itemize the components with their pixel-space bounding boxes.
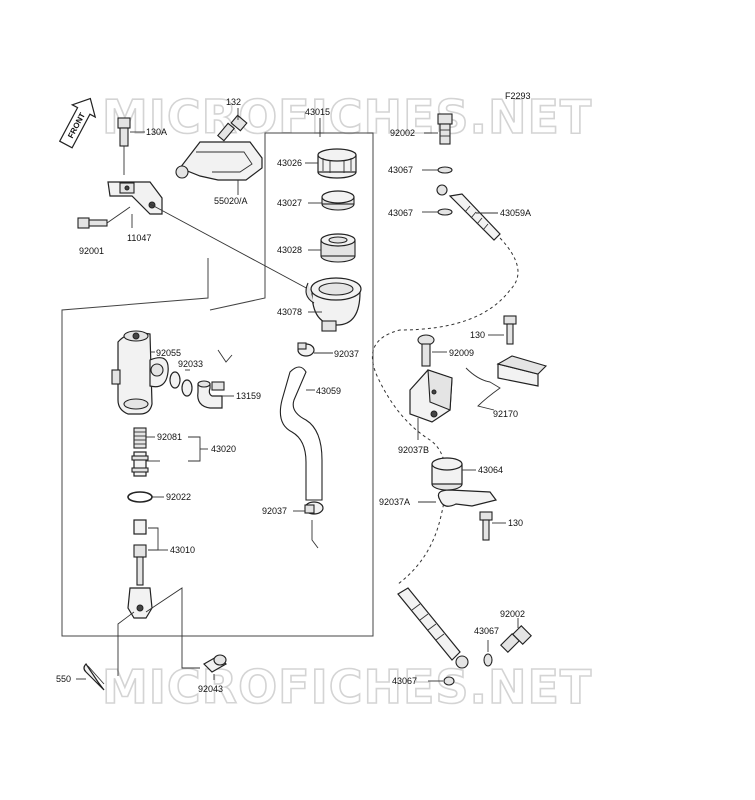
label-92022[interactable]: 92022 [166,492,191,502]
label-130-mid[interactable]: 130 [470,330,485,340]
figure-code: F2293 [505,91,531,101]
label-92002-top[interactable]: 92002 [390,128,415,138]
hose-guide-92037b [409,369,453,423]
label-13159[interactable]: 13159 [236,391,261,401]
label-92055[interactable]: 92055 [156,348,181,358]
label-43027[interactable]: 43027 [277,198,302,208]
hose-43059 [279,366,323,501]
label-43059[interactable]: 43059 [316,386,341,396]
spring-92081 [133,427,147,449]
watermark-top: MICROFICHES.NET [102,90,592,144]
bolt-132 [217,114,248,142]
washer-43067-d [443,676,455,686]
washer-43067-c [483,653,493,667]
circlip-92022 [127,491,153,503]
reservoir-43078 [305,277,362,332]
label-92037b[interactable]: 92037B [398,445,429,455]
label-92002-bottom[interactable]: 92002 [500,609,525,619]
bolt-92009 [417,334,435,367]
hose-43059a-fitting-top [436,184,501,241]
label-43067-d[interactable]: 43067 [392,676,417,686]
label-92170[interactable]: 92170 [493,409,518,419]
label-92037a[interactable]: 92037A [379,497,410,507]
diaphragm-43028 [320,233,356,263]
label-43015[interactable]: 43015 [305,107,330,117]
label-43010[interactable]: 43010 [170,545,195,555]
elbow-fitting-13159 [197,380,225,409]
label-92037-upper[interactable]: 92037 [334,349,359,359]
washer-43067-b [437,208,453,216]
label-92001[interactable]: 92001 [79,246,104,256]
label-43067-a[interactable]: 43067 [388,165,413,175]
front-arrow-icon: FRONT [58,97,97,149]
label-130-low[interactable]: 130 [508,518,523,528]
label-92033[interactable]: 92033 [178,359,203,369]
bolt-130-mid [503,315,517,345]
clamp-92037-upper [297,342,315,357]
pin-92043 [203,654,227,673]
hose-43059a-fitting-bottom [397,587,469,669]
piston-43020 [131,451,149,477]
label-43064[interactable]: 43064 [478,465,503,475]
label-43059a[interactable]: 43059A [500,208,531,218]
label-92081[interactable]: 92081 [157,432,182,442]
label-132[interactable]: 132 [226,97,241,107]
banjo-bolt-92002-bottom [500,625,532,653]
label-130a[interactable]: 130A [146,127,167,137]
bracket-92170 [465,355,548,411]
label-43067-c[interactable]: 43067 [474,626,499,636]
washer-43067-a [437,166,453,174]
banjo-bolt-92002-top [437,113,453,145]
master-cylinder-92055 [111,330,169,415]
bracket-11047 [107,181,163,215]
bracket-55020 [175,141,263,181]
label-92037-lower[interactable]: 92037 [262,506,287,516]
label-43078[interactable]: 43078 [277,307,302,317]
clamp-92037a [437,489,498,507]
bolt-130-low [479,511,493,541]
label-43020[interactable]: 43020 [211,444,236,454]
watermark-bottom: MICROFICHES.NET [102,660,592,714]
label-92009[interactable]: 92009 [449,348,474,358]
grommet-43064 [431,457,463,491]
label-55020[interactable]: 55020/A [214,196,248,206]
bolt-92001 [77,217,108,229]
clamp-92037-lower [304,501,324,515]
label-43028[interactable]: 43028 [277,245,302,255]
label-11047[interactable]: 11047 [127,233,151,243]
label-92043[interactable]: 92043 [198,684,223,694]
push-rod-43010 [127,519,153,619]
cotter-pin-550 [83,663,105,691]
label-43067-b[interactable]: 43067 [388,208,413,218]
label-43026[interactable]: 43026 [277,158,302,168]
plate-43027 [321,190,355,211]
reservoir-cap-43026 [317,148,357,179]
label-550[interactable]: 550 [56,674,71,684]
reservoir-frame [264,133,374,300]
bolt-130a [117,117,131,175]
seal-rings-92033 [169,371,193,397]
